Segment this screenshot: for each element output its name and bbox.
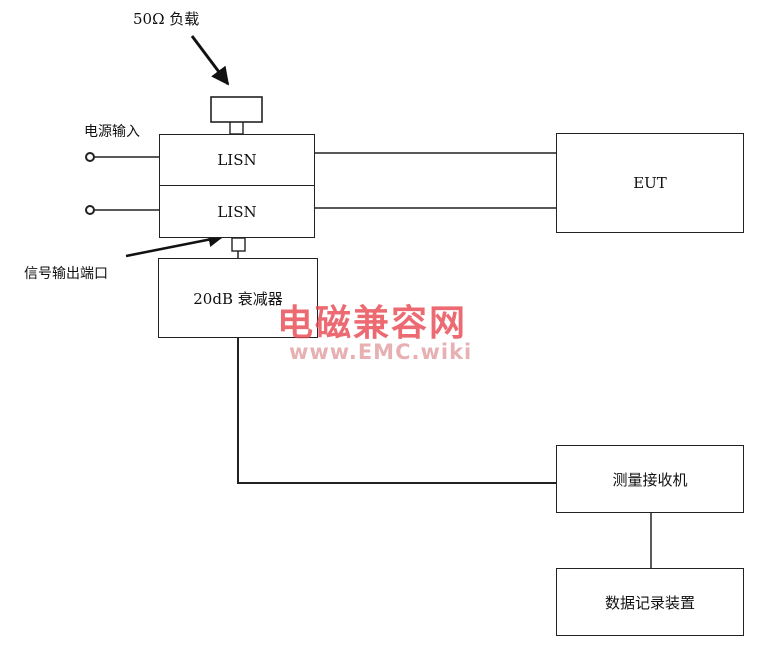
power-terminal-bottom — [85, 205, 95, 215]
load-arrow — [190, 35, 230, 86]
eut-box: EUT — [556, 133, 744, 233]
signal-output-connector — [231, 237, 246, 252]
watermark-url: www.EMC.wiki — [289, 340, 473, 364]
lisn-bottom-label: LISN — [217, 202, 257, 221]
recorder-box: 数据记录装置 — [556, 568, 744, 636]
signal-port-label: 信号输出端口 — [24, 266, 108, 282]
load-cap — [210, 96, 263, 123]
attenuator-box: 20dB 衰减器 — [158, 258, 318, 338]
load-connector — [229, 120, 244, 135]
eut-label: EUT — [633, 174, 667, 192]
power-input-label: 电源输入 — [84, 124, 140, 140]
recorder-label: 数据记录装置 — [604, 593, 695, 612]
receiver-label: 测量接收机 — [612, 470, 688, 489]
signal-port-arrow — [125, 232, 224, 258]
lisn-top-label: LISN — [217, 151, 257, 169]
power-terminal-top — [85, 152, 95, 162]
lisn-bottom-box: LISN — [159, 185, 315, 238]
load-label: 50Ω 负载 — [133, 10, 200, 28]
attenuator-label: 20dB 衰减器 — [193, 289, 283, 308]
receiver-box: 测量接收机 — [556, 445, 744, 513]
watermark-title: 电磁兼容网 — [277, 303, 468, 344]
attenuator-receiver-line — [237, 337, 556, 484]
lisn-top-box: LISN — [159, 134, 315, 186]
